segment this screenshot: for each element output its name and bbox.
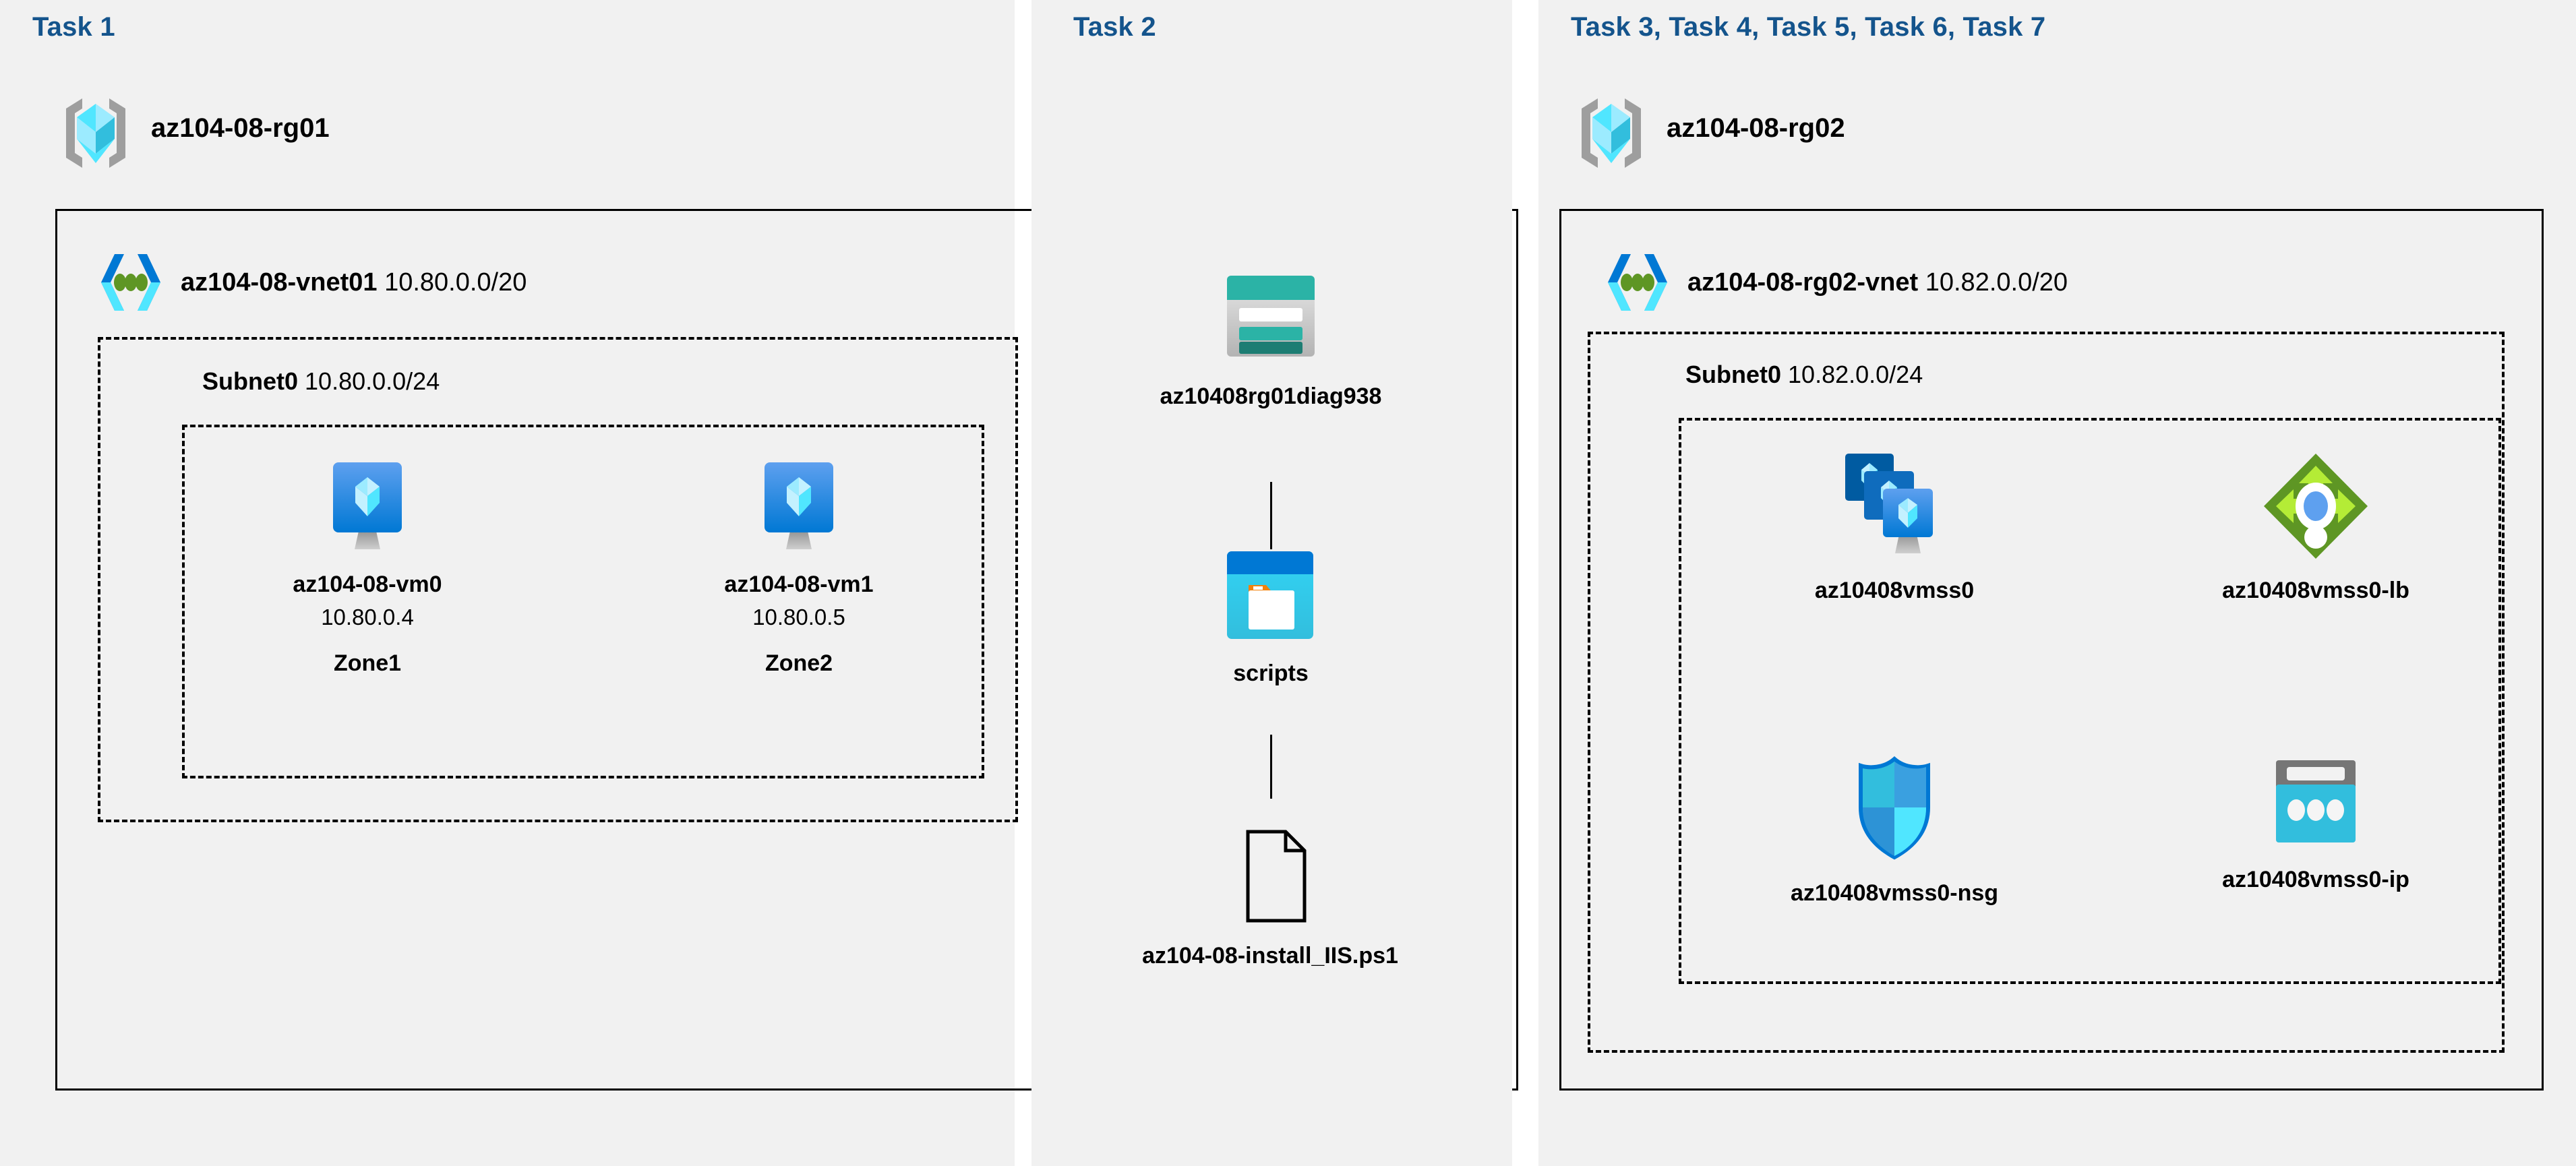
subnet-left-title: Subnet0 10.80.0.0/24 bbox=[202, 367, 440, 396]
vm1-ip: 10.80.0.5 bbox=[752, 605, 845, 630]
vnet-box-right bbox=[1559, 209, 2544, 1091]
task3-7-label: Task 3, Task 4, Task 5, Task 6, Task 7 bbox=[1571, 12, 2046, 42]
panel-task1 bbox=[0, 0, 1015, 1166]
node-vm1[interactable]: az104-08-vm1 10.80.0.5 Zone2 bbox=[688, 458, 910, 677]
resource-group-box-right bbox=[1679, 418, 2501, 984]
subnet-right-name: Subnet0 bbox=[1685, 361, 1782, 388]
node-vmss[interactable]: az10408vmss0 bbox=[1753, 448, 2036, 604]
node-load-balancer[interactable]: az10408vmss0-lb bbox=[2161, 448, 2471, 604]
virtual-network-icon bbox=[94, 246, 167, 319]
blob-container-name: scripts bbox=[1233, 661, 1309, 686]
vmss-name: az10408vmss0 bbox=[1814, 578, 1975, 603]
virtual-machine-icon bbox=[755, 458, 843, 559]
vm0-name: az104-08-vm0 bbox=[293, 572, 442, 597]
storage-account-icon bbox=[1218, 266, 1324, 367]
vnet-box-left bbox=[55, 209, 1518, 1091]
node-blob-container[interactable]: scripts bbox=[1187, 546, 1355, 687]
node-public-ip[interactable]: az10408vmss0-ip bbox=[2178, 755, 2454, 893]
file-icon bbox=[1226, 828, 1314, 925]
subnet-right-cidr: 10.82.0.0/24 bbox=[1788, 361, 1923, 388]
resource-group-icon bbox=[1571, 88, 1652, 168]
vm1-name: az104-08-vm1 bbox=[724, 572, 874, 597]
vnet-header-right: az104-08-rg02-vnet 10.82.0.0/20 bbox=[1601, 246, 2068, 319]
vm0-ip: 10.80.0.4 bbox=[321, 605, 414, 630]
load-balancer-icon bbox=[2258, 448, 2373, 564]
vnet-left-name: az104-08-vnet01 bbox=[181, 268, 378, 297]
vnet-right-title: az104-08-rg02-vnet 10.82.0.0/20 bbox=[1687, 268, 2068, 297]
vnet-left-cidr: 10.80.0.0/20 bbox=[384, 268, 527, 297]
node-vm0[interactable]: az104-08-vm0 10.80.0.4 Zone1 bbox=[256, 458, 479, 677]
task1-label: Task 1 bbox=[32, 12, 115, 42]
resource-group-rg02-name: az104-08-rg02 bbox=[1667, 113, 1845, 143]
nsg-name: az10408vmss0-nsg bbox=[1790, 880, 1999, 906]
subnet-right-title: Subnet0 10.82.0.0/24 bbox=[1685, 361, 1923, 389]
blob-container-icon bbox=[1220, 546, 1321, 646]
vnet-left-title: az104-08-vnet01 10.80.0.0/20 bbox=[181, 268, 527, 297]
panel-task3-7 bbox=[1538, 0, 2576, 1166]
vm-group-box-left bbox=[182, 425, 984, 778]
connector-storage-to-container bbox=[1270, 482, 1272, 549]
vm-scale-set-icon bbox=[1830, 448, 1958, 564]
vm0-zone: Zone1 bbox=[333, 650, 402, 676]
resource-group-icon bbox=[55, 88, 136, 168]
node-nsg[interactable]: az10408vmss0-nsg bbox=[1743, 755, 2046, 907]
connector-container-to-file bbox=[1270, 735, 1272, 799]
network-security-group-icon bbox=[1851, 755, 1938, 863]
vm1-zone: Zone2 bbox=[765, 650, 833, 676]
script-file-name: az104-08-install_IIS.ps1 bbox=[1142, 943, 1398, 969]
subnet-left-name: Subnet0 bbox=[202, 367, 299, 395]
task2-label: Task 2 bbox=[1073, 12, 1156, 42]
vnet-header-left: az104-08-vnet01 10.80.0.0/20 bbox=[94, 246, 527, 319]
node-storage-account[interactable]: az10408rg01diag938 bbox=[1146, 266, 1396, 410]
resource-group-rg01: az104-08-rg01 bbox=[55, 88, 330, 168]
node-script-file[interactable]: az104-08-install_IIS.ps1 bbox=[1095, 828, 1445, 969]
subnet-box-right bbox=[1588, 332, 2505, 1053]
vnet-right-cidr: 10.82.0.0/20 bbox=[1925, 268, 2068, 297]
vnet-right-name: az104-08-rg02-vnet bbox=[1687, 268, 1919, 297]
public-ip-address-icon bbox=[2267, 755, 2365, 849]
subnet-left-cidr: 10.80.0.0/24 bbox=[305, 367, 440, 395]
load-balancer-name: az10408vmss0-lb bbox=[2222, 578, 2409, 603]
virtual-network-icon bbox=[1601, 246, 1674, 319]
public-ip-name: az10408vmss0-ip bbox=[2222, 867, 2409, 892]
storage-account-name: az10408rg01diag938 bbox=[1160, 383, 1382, 409]
resource-group-rg02: az104-08-rg02 bbox=[1571, 88, 1845, 168]
virtual-machine-icon bbox=[324, 458, 411, 559]
resource-group-rg01-name: az104-08-rg01 bbox=[151, 113, 330, 143]
subnet-box-left bbox=[98, 337, 1018, 822]
